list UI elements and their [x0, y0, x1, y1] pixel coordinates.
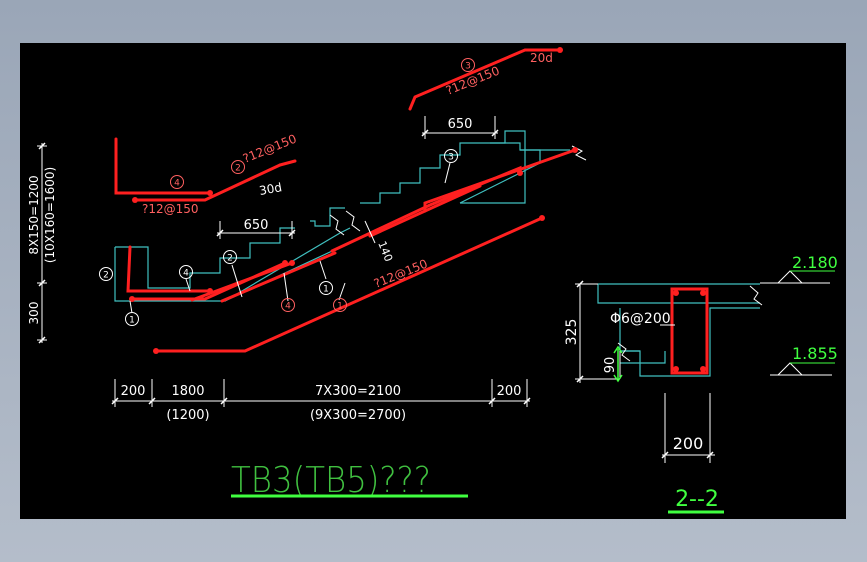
svg-text:3: 3 — [448, 153, 454, 163]
dim-run-alt: (9X300=2700) — [310, 408, 406, 423]
rebar-3-detail — [408, 48, 562, 111]
section-bars — [673, 290, 706, 372]
dim-mid-landing: 650 — [244, 218, 269, 233]
bar-mark-4b — [281, 298, 295, 312]
section-title: 2--2 — [668, 487, 724, 514]
elevation-top: 2.180 — [792, 253, 838, 272]
bar2-spec: ?12@150 — [241, 132, 299, 166]
height-dim-secondary: (10X160=1600) — [43, 167, 57, 263]
dimensions — [37, 116, 530, 407]
rebar-4-landing — [190, 261, 294, 302]
bar-mark-3 — [444, 149, 458, 163]
rebar — [114, 48, 577, 353]
height-dim-bottom: 300 — [27, 302, 41, 325]
dim-run: 7X300=2100 — [315, 384, 401, 399]
drawing-title: TB3(TB5)??? — [231, 460, 468, 501]
rebar-2-detail-hook — [278, 159, 297, 167]
section-dim-ticks — [576, 280, 714, 459]
rebar-1-main — [154, 216, 544, 353]
section-outline — [597, 283, 760, 377]
svg-text:2--2: 2--2 — [675, 487, 719, 512]
dimension-ticks — [38, 129, 531, 405]
dim-left: 200 — [121, 384, 146, 399]
bar-mark-1b — [319, 281, 333, 295]
section-rebar — [670, 287, 709, 375]
section-dims — [575, 282, 832, 463]
section-breaks — [617, 285, 763, 362]
svg-text:4: 4 — [285, 302, 291, 312]
svg-text:TB3(TB5)???: TB3(TB5)??? — [231, 460, 431, 501]
dim-right: 200 — [497, 384, 522, 399]
bar-mark-numbers: 1 2 4 2 1 4 1 3 3 4 2 — [103, 62, 471, 326]
rebar-upper-slab — [368, 184, 482, 238]
elevation-bottom: 1.855 — [792, 344, 838, 363]
bar4-spec: ?12@150 — [142, 202, 199, 216]
svg-text:1: 1 — [323, 285, 329, 295]
bar-marks — [99, 58, 475, 326]
bar-mark-2 — [99, 267, 113, 281]
svg-text:2: 2 — [103, 271, 109, 281]
svg-text:1: 1 — [129, 316, 135, 326]
drawing-canvas: 1 2 4 2 1 4 1 3 3 4 2 ?12@150 20d ?12@15… — [27, 47, 838, 514]
svg-text:4: 4 — [183, 269, 189, 279]
rebar-lower-slab — [220, 251, 337, 303]
rebar-2-detail — [133, 163, 282, 202]
svg-text:3: 3 — [465, 62, 471, 72]
svg-text:1: 1 — [337, 302, 343, 312]
section-width: 200 — [673, 434, 704, 453]
bar3-hook: 20d — [530, 51, 553, 65]
bar-mark-4 — [179, 265, 193, 279]
rebar-4-detail — [114, 137, 212, 195]
section-ledge: 90 — [603, 357, 618, 374]
cad-viewport[interactable]: 1 2 4 2 1 4 1 3 3 4 2 ?12@150 20d ?12@15… — [20, 43, 846, 519]
bar-mark-2b — [223, 250, 237, 264]
rebar-3 — [423, 148, 577, 213]
section-stirrup — [670, 287, 709, 375]
ledge-dim — [613, 345, 623, 383]
dim-landing: 1800 — [171, 384, 204, 399]
section-stirrup-spec: Φ6@200 — [610, 311, 671, 327]
elevation-markers — [777, 270, 835, 376]
svg-text:2: 2 — [235, 164, 241, 174]
svg-text:140: 140 — [375, 239, 395, 263]
bar-mark-2-detail — [231, 160, 245, 174]
height-dim-primary: 8X150=1200 — [27, 175, 41, 254]
dim-landing-alt: (1200) — [166, 408, 209, 423]
svg-text:4: 4 — [174, 179, 180, 189]
bar-mark-4-detail — [170, 175, 184, 189]
bar-mark-3-detail — [461, 58, 475, 72]
section-height: 325 — [564, 319, 580, 346]
dim-top-landing: 650 — [448, 117, 473, 132]
hook-30d: 30d — [258, 180, 283, 198]
leader-lines — [129, 162, 451, 314]
bar-mark-1c — [333, 298, 347, 312]
bar-mark-1 — [125, 312, 139, 326]
rebar-4 — [126, 245, 212, 293]
svg-text:2: 2 — [227, 254, 233, 264]
rebar-dots — [129, 47, 578, 354]
